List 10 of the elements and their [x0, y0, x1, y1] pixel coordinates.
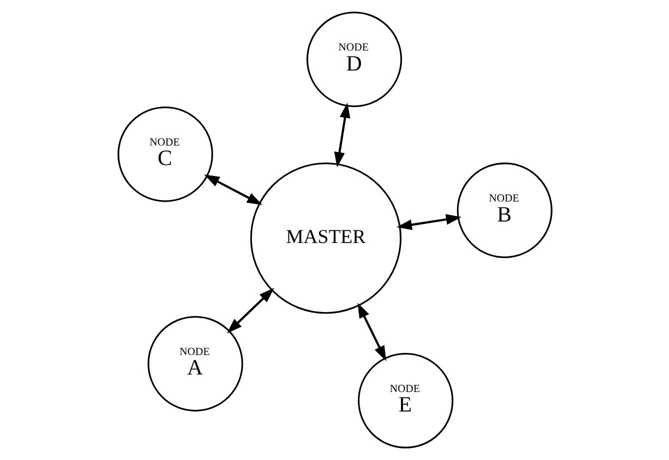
node-circle: NODE C [117, 106, 213, 202]
arrow [204, 174, 262, 205]
arrow [396, 214, 461, 230]
node-circle: NODE E [357, 352, 453, 448]
arrow [357, 302, 386, 362]
arrow [226, 288, 274, 334]
node-circle: NODE D [306, 12, 402, 108]
arrow [334, 102, 350, 168]
node-circle: MASTER [250, 162, 401, 314]
node-circle: NODE B [456, 162, 552, 258]
